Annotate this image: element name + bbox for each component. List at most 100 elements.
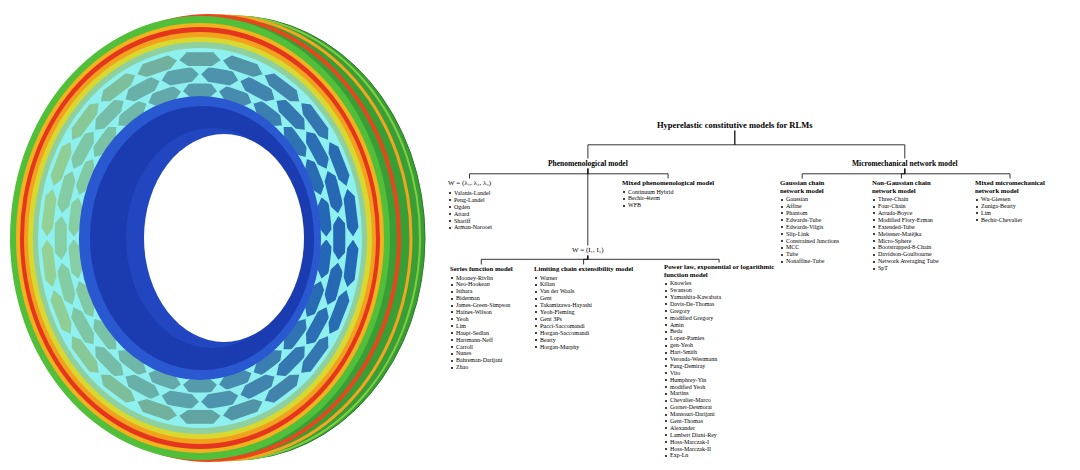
branch-heading: Micromechanical network model — [852, 159, 958, 168]
model-name: Yeoh-Fleming — [540, 309, 574, 316]
bullet-dot — [535, 332, 537, 334]
heading-text: Micromechanical network model — [852, 159, 958, 168]
model-list: WarnerKilianVan der WaalsGentTakamizawa-… — [534, 275, 633, 351]
model-name: Gaussian — [786, 196, 808, 203]
list-item: Fung-Demiray — [664, 363, 776, 370]
bullet-dot — [873, 254, 875, 256]
bullet-dot — [451, 360, 453, 362]
model-category: Limiting chain extensibility modelWarner… — [534, 265, 633, 350]
bullet-dot — [449, 192, 451, 194]
tree-connector — [905, 169, 1010, 179]
list-item: Nunes — [450, 350, 513, 357]
list-item: Continuum Hybrid — [622, 189, 714, 196]
model-category: Mixed phenomenological modelContinuum Hy… — [622, 179, 714, 209]
list-item: Hartmann-Neff — [450, 337, 513, 344]
list-item: Hart-Smith — [664, 349, 776, 356]
bullet-dot — [781, 247, 783, 249]
bullet-dot — [665, 338, 667, 340]
honeycomb-cell — [136, 55, 178, 78]
model-name: Bechir-Chevalier — [981, 217, 1022, 224]
bullet-dot — [781, 199, 783, 201]
bullet-dot — [665, 386, 667, 388]
model-name: Modified Flory-Erman — [878, 217, 933, 224]
hub-ring — [79, 96, 321, 380]
heading-text: Limiting chain extensibility model — [534, 265, 633, 273]
list-item: Hoss-Marczak-I — [664, 439, 776, 446]
honeycomb-cell — [178, 409, 222, 424]
bullet-dot — [976, 206, 978, 208]
model-name: Davidson-Goulbourne — [878, 251, 932, 258]
honeycomb-cell — [182, 378, 218, 393]
bullet-dot — [451, 353, 453, 355]
tree-connector — [901, 169, 904, 179]
model-name: Three-Chain — [878, 196, 908, 203]
list-item: Attard — [448, 211, 492, 218]
model-category: Non-Gaussian chain network modelThree-Ch… — [872, 179, 944, 272]
model-name: Hoss-Marczak-I — [670, 439, 709, 446]
honeycomb-cell — [300, 335, 329, 374]
model-name: Edwards-Vilgis — [786, 224, 823, 231]
list-item: Constrained Junctions — [780, 238, 842, 245]
honeycomb-cell — [50, 289, 73, 336]
rim-ring — [38, 48, 362, 428]
model-name: Fung-Demiray — [670, 363, 705, 370]
bullet-dot — [451, 284, 453, 286]
model-name: Gent-Thomas — [670, 418, 703, 425]
model-name: Vito — [670, 370, 680, 377]
bullet-dot — [665, 372, 667, 374]
list-item: Extended-Tube — [872, 224, 944, 231]
model-name: Zhao — [456, 364, 468, 371]
model-name: Bahreman-Darijani — [456, 357, 502, 364]
model-name: Beatty — [540, 337, 556, 344]
model-name: modified Yeoh — [670, 384, 705, 391]
model-name: Attard — [454, 211, 469, 218]
heading-text: Mixed phenomenological model — [622, 179, 714, 187]
model-name: Takamizawa-Hayashi — [540, 302, 592, 309]
bullet-dot — [535, 339, 537, 341]
model-name: Arman-Narooei — [454, 224, 492, 231]
list-item: Neo-Hookean — [450, 281, 513, 288]
bullet-dot — [535, 298, 537, 300]
rim-ring — [10, 16, 390, 460]
bullet-dot — [451, 346, 453, 348]
model-name: Neo-Hookean — [456, 281, 490, 288]
bullet-dot — [665, 283, 667, 285]
model-name: Mansouri-Darijani — [670, 411, 715, 418]
bullet-dot — [873, 219, 875, 221]
list-item: Beatty — [534, 337, 633, 344]
model-name: WFB — [628, 202, 641, 209]
bullet-dot — [535, 318, 537, 320]
heading-text: Mixed micromechanical network model — [975, 179, 1060, 194]
honeycomb-cell — [332, 215, 346, 262]
list-item: Bahreman-Darijani — [450, 357, 513, 364]
list-item: Carroll — [450, 344, 513, 351]
model-name: Continuum Hybrid — [628, 189, 674, 196]
list-item: Davis-De-Thomas — [664, 301, 776, 308]
list-item: MCC — [780, 244, 842, 251]
list-item: Kilian — [534, 281, 633, 288]
bullet-dot — [873, 212, 875, 214]
model-name: Gent — [540, 295, 552, 302]
list-item: Horgan-Murphy — [534, 344, 633, 351]
list-item: Mooney-Rivlin — [450, 275, 513, 282]
bullet-dot — [976, 199, 978, 201]
model-name: James-Green-Simpson — [456, 302, 510, 309]
bullet-dot — [535, 305, 537, 307]
list-item: Peng-Landel — [448, 197, 492, 204]
list-item: Phantom — [780, 210, 842, 217]
bullet-dot — [665, 441, 667, 443]
model-name: Kilian — [540, 281, 555, 288]
bullet-dot — [535, 346, 537, 348]
honeycomb-cell — [328, 289, 351, 336]
heading-text: Power law, exponential or logarithmic fu… — [664, 263, 776, 278]
bullet-dot — [873, 199, 875, 201]
list-item: Affine — [780, 203, 842, 210]
model-name: Davis-De-Thomas — [670, 301, 714, 308]
list-item: Vito — [664, 370, 776, 377]
bullet-dot — [665, 290, 667, 292]
bullet-dot — [781, 240, 783, 242]
bullet-dot — [781, 219, 783, 221]
honeycomb-cell — [41, 187, 58, 238]
list-item: Beda — [664, 328, 776, 335]
bullet-dot — [873, 240, 875, 242]
